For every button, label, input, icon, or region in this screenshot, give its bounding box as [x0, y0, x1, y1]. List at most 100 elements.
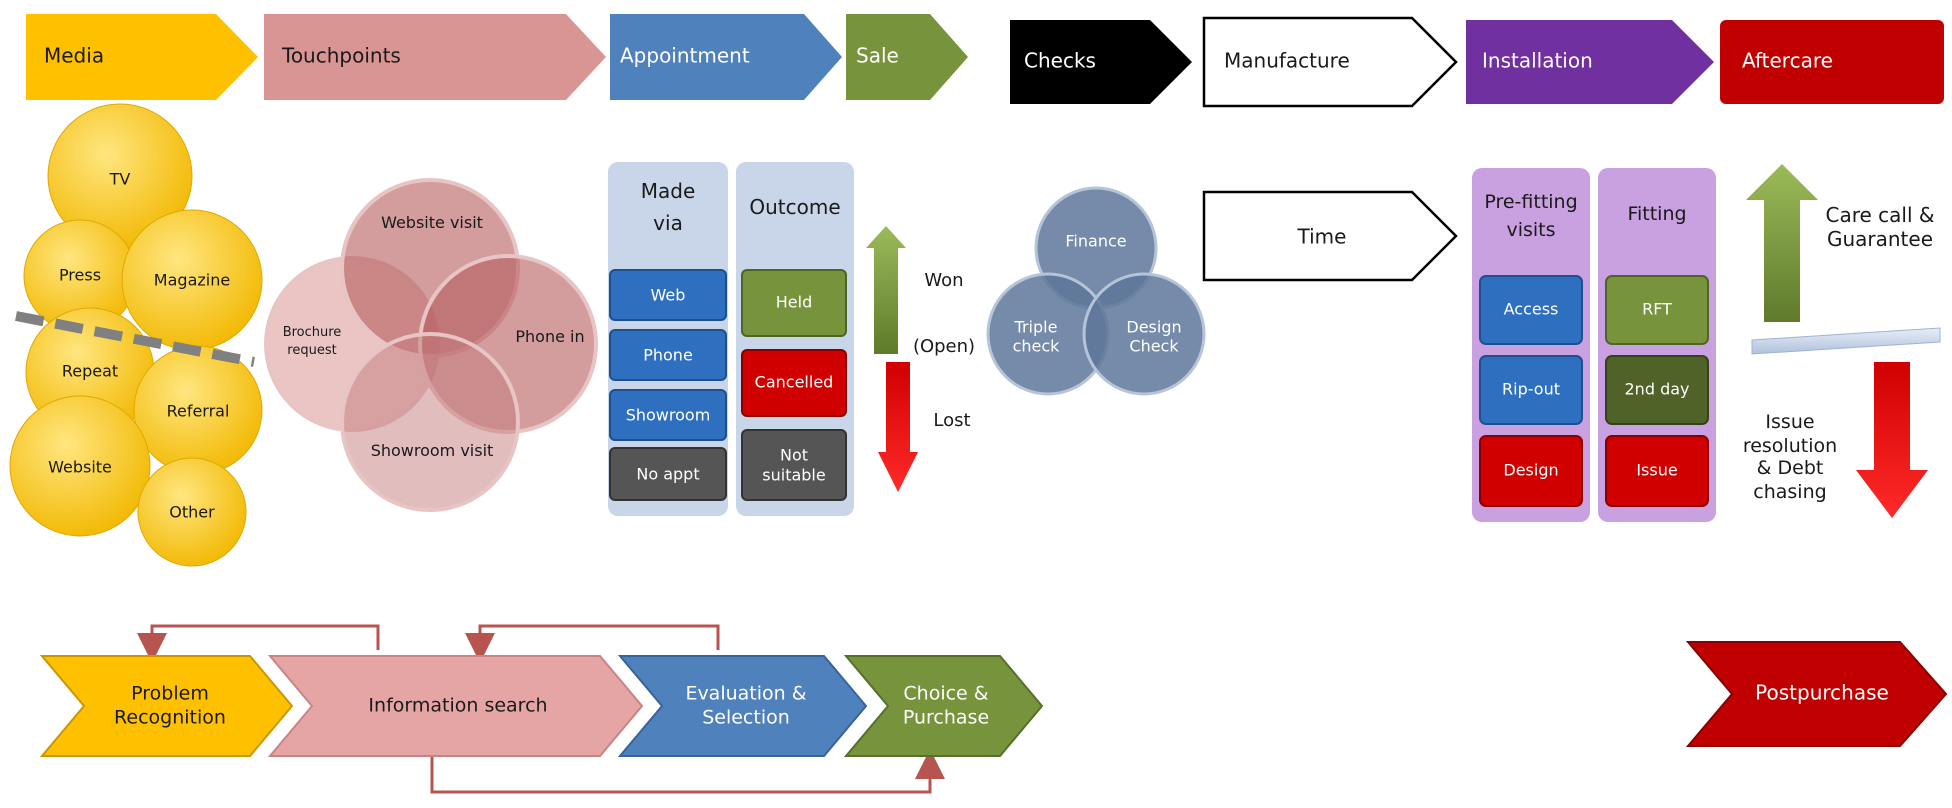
stage-touchpoints: Touchpoints: [264, 14, 606, 100]
care-up-arrow: [1746, 164, 1818, 322]
media-magazine-label: Magazine: [154, 271, 230, 290]
postpurchase: Postpurchase: [1685, 641, 1948, 747]
sale-lost-label: Lost: [933, 410, 970, 431]
made-via-web: Web: [609, 269, 727, 321]
purchase-process: Problem Recognition Information search E…: [39, 624, 1044, 794]
process-eval-chevron: [617, 655, 868, 757]
stage-sale-arrow: [846, 14, 968, 100]
made-via-no-appt: No appt: [609, 447, 727, 501]
process-info-chevron: [267, 655, 644, 757]
media-repeat-label: Repeat: [62, 362, 118, 381]
made-via-title-1: Made: [641, 179, 696, 203]
fitting-issue-label: Issue: [1636, 461, 1677, 480]
stage-aftercare-label: Aftercare: [1742, 49, 1833, 73]
made-via-web-label: Web: [651, 286, 686, 305]
issue-down-arrow: [1856, 362, 1928, 518]
media-other: Other: [137, 457, 247, 567]
stage-checks-label: Checks: [1024, 49, 1096, 73]
checks-triple-label-1: Triple: [1014, 318, 1058, 337]
fitting-2nd-day-label: 2nd day: [1625, 380, 1690, 399]
media-tv-label: TV: [109, 170, 131, 189]
stage-checks: Checks: [1010, 20, 1192, 104]
fitting-rft: RFT: [1605, 275, 1709, 345]
made-via-phone: Phone: [609, 329, 727, 381]
touchpoint-website-label: Website visit: [381, 213, 483, 232]
outcome-cancelled: Cancelled: [741, 349, 847, 417]
checks-finance-label: Finance: [1065, 232, 1126, 251]
outcome-not-suitable-label-2: suitable: [762, 466, 825, 485]
issue-label-4: chasing: [1753, 481, 1826, 503]
stage-installation-label: Installation: [1482, 49, 1593, 73]
outcome-not-suitable-box: [741, 429, 847, 501]
stage-appointment: Appointment: [610, 14, 842, 100]
checks-triple-label-2: check: [1013, 337, 1061, 356]
outcome-held: Held: [741, 269, 847, 337]
prefit-access-box: [1479, 275, 1583, 345]
process-choice-label-1: Choice &: [903, 683, 988, 705]
made-via-no-appt-box: [609, 447, 727, 501]
process-choice-purchase: Choice & Purchase: [843, 655, 1044, 757]
prefit-title-2: visits: [1506, 219, 1555, 241]
postpurchase-chevron: [1685, 641, 1948, 747]
stage-media-label: Media: [44, 44, 104, 68]
touchpoint-brochure-label-1: Brochure: [283, 325, 342, 340]
process-problem-chevron: [39, 655, 294, 757]
media-referral: Referral: [133, 345, 263, 475]
care-call-label-1: Care call &: [1826, 203, 1935, 227]
made-via-phone-box: [609, 329, 727, 381]
made-via-web-box: [609, 269, 727, 321]
stage-touchpoints-label: Touchpoints: [281, 44, 401, 68]
made-via-showroom: Showroom: [609, 389, 727, 441]
stage-manufacture: Manufacture: [1202, 16, 1458, 108]
lost-down-arrow-shape: [878, 362, 918, 492]
sale-won-label: Won: [924, 270, 963, 291]
issue-label-3: & Debt: [1757, 457, 1824, 479]
made-via-showroom-label: Showroom: [626, 406, 711, 425]
checks-design-circle: [1082, 272, 1206, 396]
stage-media-arrow: [26, 14, 258, 100]
stage-sale-label: Sale: [856, 44, 899, 68]
process-info-label: Information search: [368, 695, 547, 717]
touchpoint-brochure-label-2: request: [287, 343, 336, 358]
stage-row: Media Touchpoints Appointment Sale Check…: [26, 14, 1944, 108]
media-website-circle: [9, 395, 151, 537]
stage-aftercare-box: [1720, 20, 1944, 104]
checks-design-label-1: Design: [1126, 318, 1181, 337]
outcome-not-suitable-label-1: Not: [780, 446, 808, 465]
process-information-search: Information search: [267, 655, 644, 757]
postpurchase-label: Postpurchase: [1755, 681, 1889, 705]
fitting-2nd-day-box: [1605, 355, 1709, 425]
made-via-no-appt-label: No appt: [636, 465, 699, 484]
media-magazine: Magazine: [121, 209, 263, 351]
aftercare-section: Care call & Guarantee Issue resolution &…: [1743, 164, 1941, 518]
fitting-title: Fitting: [1627, 203, 1686, 225]
outcome-not-suitable: Not suitable: [741, 429, 847, 501]
outcome-panel: [736, 162, 854, 516]
prefit-access-label: Access: [1504, 300, 1559, 319]
fitting-issue: Issue: [1605, 435, 1709, 507]
time-arrow: [1202, 190, 1458, 282]
stage-media: Media: [26, 14, 258, 100]
aftercare-divider-bar: [1751, 327, 1941, 355]
touchpoint-showroom-circle: [340, 332, 520, 512]
stage-aftercare: Aftercare: [1720, 20, 1944, 104]
stage-appointment-label: Appointment: [620, 44, 750, 68]
time-label: Time: [1297, 225, 1347, 249]
process-evaluation-selection: Evaluation & Selection: [617, 655, 868, 757]
outcome-cancelled-box: [741, 349, 847, 417]
media-divider-dashed-line: [15, 311, 255, 367]
won-up-arrow: [866, 226, 906, 354]
touchpoint-phone-label: Phone in: [515, 327, 584, 346]
media-website-label: Website: [48, 458, 112, 477]
fitting-rft-box: [1605, 275, 1709, 345]
media-cluster: TV Press Magazine Repeat Referral Websit…: [9, 103, 263, 567]
feedback-arrow-info-to-problem: [137, 624, 380, 663]
fitting-rft-label: RFT: [1642, 300, 1672, 319]
touchpoint-showroom-label: Showroom visit: [371, 441, 494, 460]
made-via-title-2: via: [653, 211, 683, 235]
process-problem-label-2: Recognition: [114, 707, 226, 729]
outcome-held-box: [741, 269, 847, 337]
stage-installation: Installation: [1466, 20, 1714, 104]
stage-appointment-arrow: [610, 14, 842, 100]
